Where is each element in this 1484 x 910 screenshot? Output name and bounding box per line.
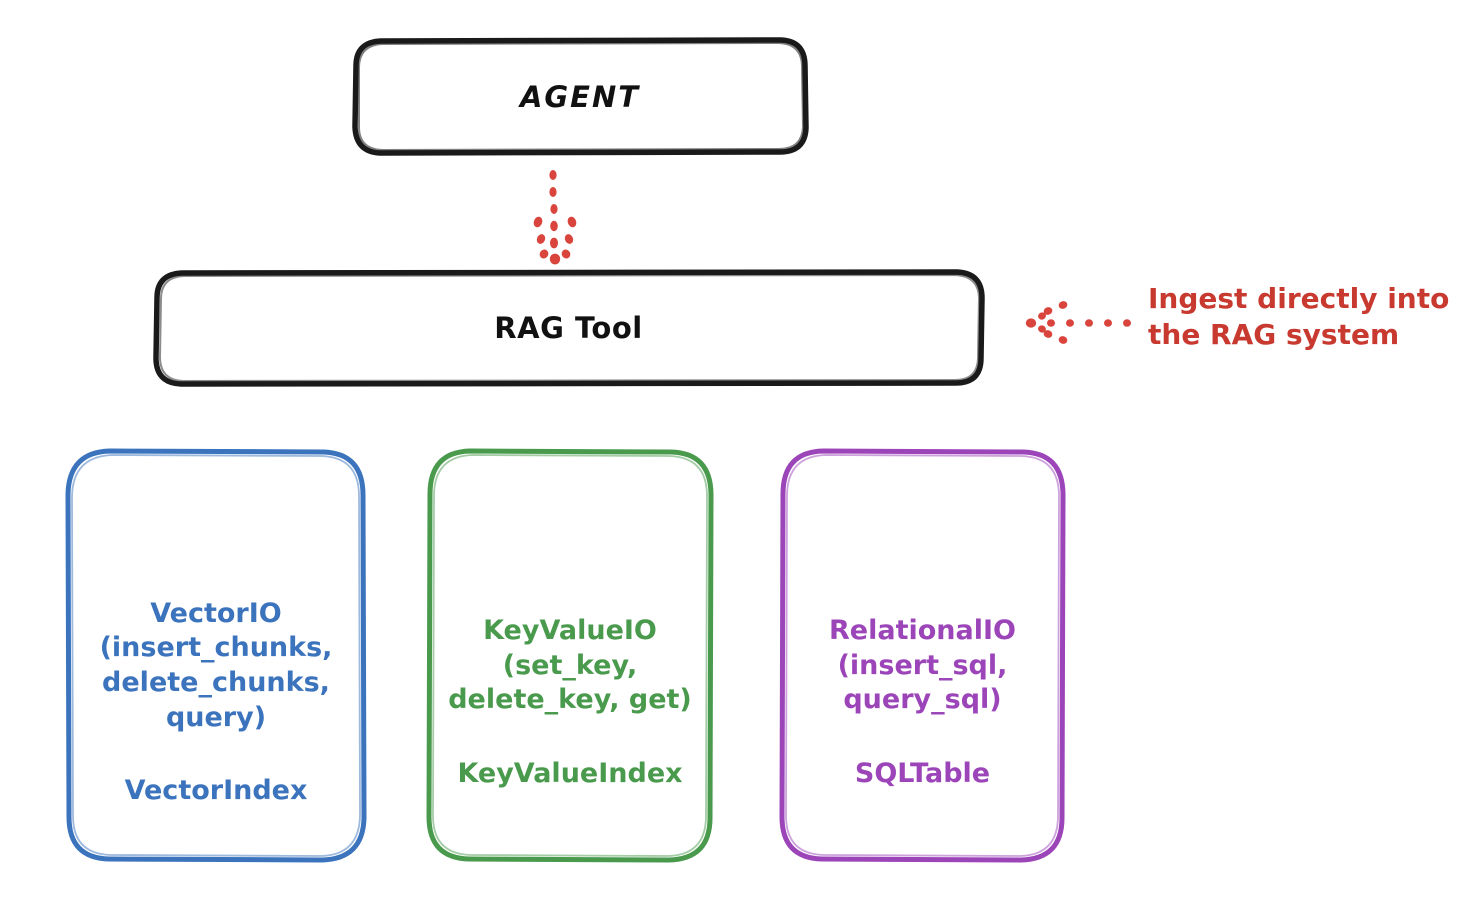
rag-tool-label: RAG Tool — [494, 311, 643, 345]
key-value-io-box-outline — [426, 448, 714, 863]
relational-io-body: RelationalIO (insert_sql, query_sql) SQL… — [782, 614, 1063, 789]
sql-table-label: SQLTable — [854, 757, 991, 789]
relational-io-box-outline — [779, 448, 1066, 863]
vector-io-body: VectorIO (insert_chunks, delete_chunks, … — [68, 597, 364, 806]
agent-box-outline — [352, 37, 809, 156]
vector-io-api-label: VectorIO (insert_chunks, delete_chunks, … — [99, 597, 333, 733]
node-key-value-io[interactable]: KeyValueIO (set_key, delete_key, get) Ke… — [429, 450, 711, 861]
ingest-annotation-text: Ingest directly into the RAG system — [1148, 282, 1450, 352]
key-value-io-body: KeyValueIO (set_key, delete_key, get) Ke… — [429, 614, 711, 789]
rag-tool-box-outline — [153, 269, 985, 387]
key-value-io-api-label: KeyValueIO (set_key, delete_key, get) — [448, 615, 692, 716]
node-rag-tool[interactable]: RAG Tool — [155, 272, 982, 384]
ingest-dotted-arrow — [1025, 301, 1131, 344]
relational-io-api-label: RelationalIO (insert_sql, query_sql) — [829, 615, 1016, 716]
agent-label: AGENT — [519, 79, 641, 114]
agent-to-rag-dotted-arrow — [533, 170, 577, 265]
vector-io-box-outline — [65, 448, 367, 863]
node-agent[interactable]: AGENT — [355, 40, 805, 153]
node-vector-io[interactable]: VectorIO (insert_chunks, delete_chunks, … — [68, 450, 364, 861]
key-value-index-label: KeyValueIndex — [457, 757, 683, 789]
vector-index-label: VectorIndex — [124, 775, 308, 807]
node-relational-io[interactable]: RelationalIO (insert_sql, query_sql) SQL… — [782, 450, 1063, 861]
